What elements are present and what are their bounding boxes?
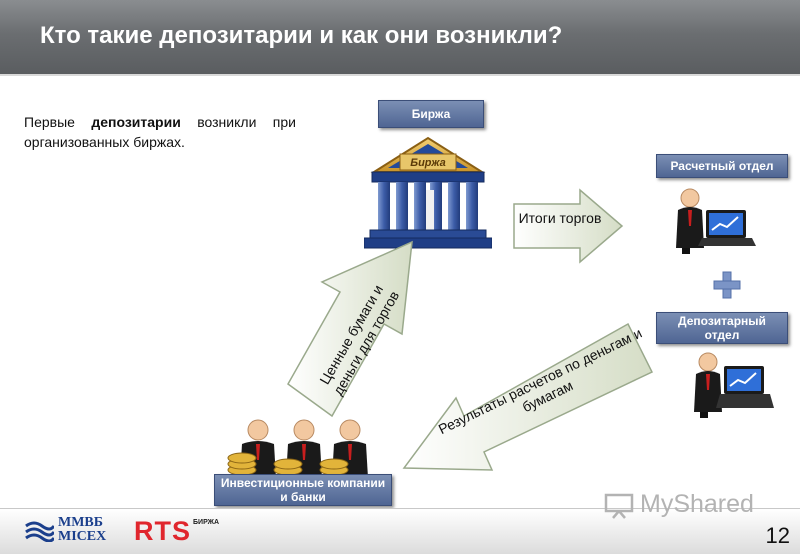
micex-line1: ММВБ (58, 515, 104, 530)
settlement-person-laptop-icon (676, 188, 756, 254)
watermark-text: MyShared (640, 490, 754, 518)
investors-group-icon (227, 419, 368, 478)
title-bar: Кто такие депозитарии и как они возникли… (0, 0, 800, 76)
exchange-label: Биржа (378, 100, 484, 128)
depository-label-text: Депозитарный отдел (678, 314, 766, 342)
investors-label: Инвестиционные компании и банки (214, 474, 392, 506)
depository-label: Депозитарный отдел (656, 312, 788, 344)
intro-after: возникли при организованных биржах. (24, 114, 296, 150)
trade-results-arrow (513, 188, 624, 264)
rts-subtext: БИРЖА (193, 519, 220, 526)
exchange-building-icon: Биржа (364, 136, 492, 249)
slide-title: Кто такие депозитарии и как они возникли… (40, 22, 563, 49)
settlement-label: Расчетный отдел (656, 154, 788, 178)
depository-person-laptop-icon (694, 352, 774, 418)
intro-text: Первые депозитарии возникли при организо… (24, 112, 296, 152)
investors-label-text: Инвестиционные компании и банки (220, 476, 386, 504)
micex-logo: ММВБ MICEX (24, 516, 106, 544)
myshared-watermark: MyShared (604, 490, 754, 519)
intro-before: Первые (24, 114, 92, 130)
intro-bold-term: депозитарии (91, 114, 181, 130)
settlement-label-text: Расчетный отдел (670, 159, 774, 173)
exchange-label-text: Биржа (411, 107, 451, 121)
micex-line2: MICEX (58, 529, 107, 544)
micex-wave-icon (25, 521, 54, 542)
page-number: 12 (765, 523, 790, 548)
footer-bar (0, 508, 800, 554)
plus-icon (713, 271, 741, 299)
exchange-building-sign: Биржа (410, 157, 445, 169)
rts-logo: RTS БИРЖА (134, 516, 219, 546)
presentation-icon (604, 493, 634, 519)
rts-text: RTS (134, 516, 191, 546)
trade-results-text: Итоги торгов (518, 210, 602, 226)
